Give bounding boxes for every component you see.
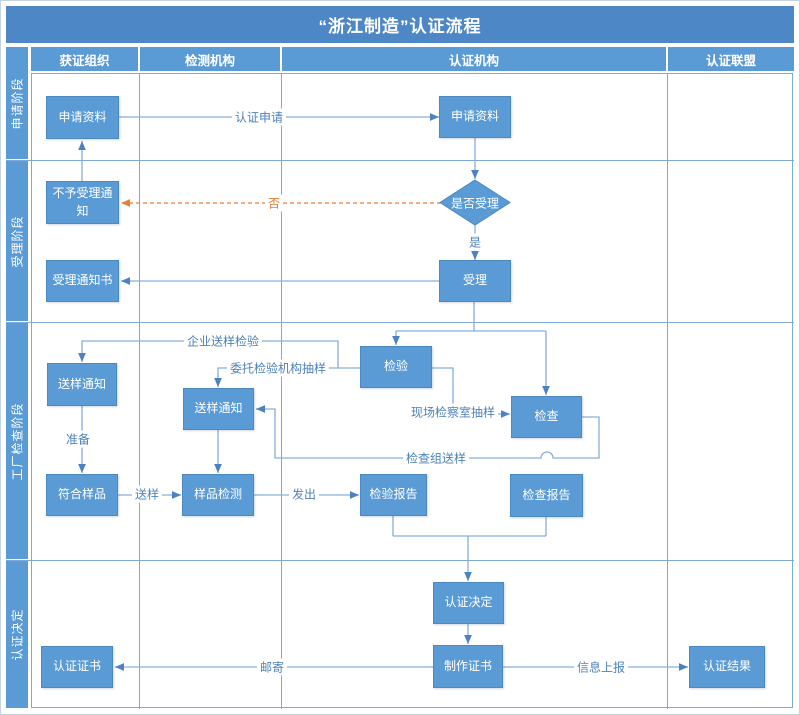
edge-label-report-info: 信息上报 xyxy=(573,658,629,676)
node-make-cert: 制作证书 xyxy=(433,645,503,688)
grid-vline-2 xyxy=(281,73,282,709)
column-header-cert-alliance: 认证联盟 xyxy=(668,47,794,71)
node-accept-decision-diamond xyxy=(439,179,511,226)
grid-frame xyxy=(31,73,793,708)
column-header-certified-org: 获证组织 xyxy=(31,47,138,71)
edge-label-yes: 是 xyxy=(465,233,485,251)
phase-label-cert-decision: 认证决定 xyxy=(6,561,28,708)
edge-label-cert-application: 认证申请 xyxy=(231,108,287,126)
phase-label-acceptance: 受理阶段 xyxy=(6,161,28,321)
node-accept: 受理 xyxy=(439,260,511,302)
edge-label-onsite-sampling: 现场检察室抽样 xyxy=(407,403,499,421)
grid-hline-2 xyxy=(6,322,794,323)
page-title: “浙江制造”认证流程 xyxy=(6,6,794,43)
node-cert-result: 认证结果 xyxy=(689,646,765,688)
node-sample-testing: 样品检测 xyxy=(182,474,254,516)
grid-vline-1 xyxy=(139,73,140,709)
edge-label-prepare: 准备 xyxy=(62,430,94,448)
node-inspection-report: 检验报告 xyxy=(360,474,427,516)
edge-label-mail: 邮寄 xyxy=(256,658,288,676)
node-cert-certificate: 认证证书 xyxy=(41,646,113,688)
grid-hline-3 xyxy=(6,560,794,561)
edge-label-no: 否 xyxy=(264,194,284,212)
edge-label-team-sampling: 检查组送样 xyxy=(402,449,470,467)
node-cert-decision: 认证决定 xyxy=(433,582,504,624)
phase-label-factory-inspection: 工厂检查阶段 xyxy=(6,323,28,559)
edge-team-sampling xyxy=(256,405,600,459)
node-accept-notice: 受理通知书 xyxy=(46,260,119,302)
node-check-report: 检查报告 xyxy=(510,474,583,517)
node-sample-notice-lab: 送样通知 xyxy=(183,388,254,430)
node-apply-docs-cert: 申请资料 xyxy=(439,96,511,138)
node-check: 检查 xyxy=(511,396,582,438)
node-reject-notice: 不予受理通知 xyxy=(46,181,119,224)
grid-vline-3 xyxy=(667,73,668,709)
node-conforming-sample: 符合样品 xyxy=(46,474,118,516)
phase-label-application: 申请阶段 xyxy=(6,47,28,159)
node-accept-decision-label: 是否受理 xyxy=(450,196,500,211)
column-header-cert-agency: 认证机构 xyxy=(282,47,666,71)
column-header-testing-agency: 检测机构 xyxy=(140,47,280,71)
edge-label-send-sample: 送样 xyxy=(131,485,163,503)
edge-accept-branch xyxy=(396,302,546,332)
node-sample-notice-org: 送样通知 xyxy=(47,363,117,406)
grid-hline-1 xyxy=(6,160,794,161)
node-apply-docs-org: 申请资料 xyxy=(46,96,119,139)
edge-label-enterprise-sampling: 企业送样检验 xyxy=(183,332,263,350)
edge-label-issue: 发出 xyxy=(288,485,320,503)
edge-reports-merge xyxy=(392,516,547,537)
edge-label-commissioned-sampling: 委托检验机构抽样 xyxy=(226,359,330,377)
node-inspection: 检验 xyxy=(360,346,432,388)
